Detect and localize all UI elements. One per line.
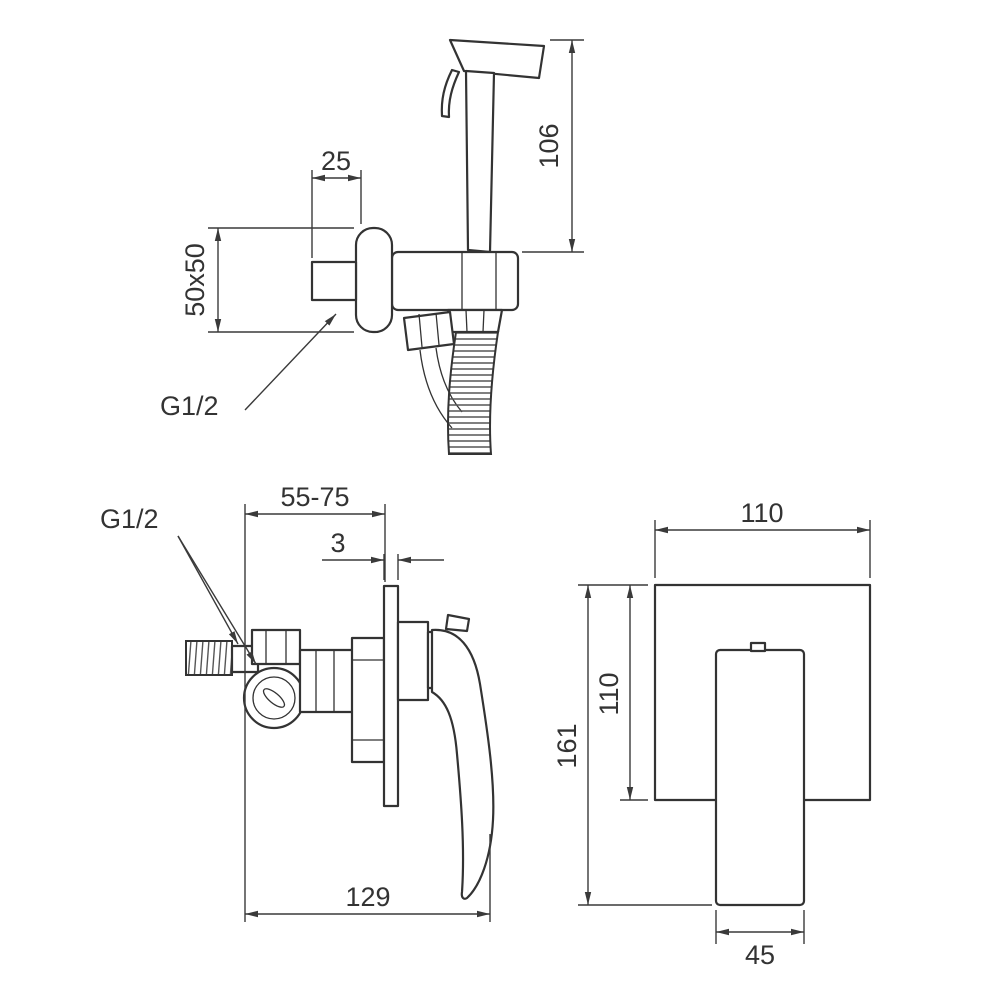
dimension-45: 45: [715, 910, 805, 970]
escutcheon-plate-side: [382, 584, 400, 808]
wall-outlet-block: [310, 260, 358, 302]
dimension-110-height: 110: [578, 584, 648, 801]
dimension-55-75: 55-75: [244, 482, 386, 922]
dimension-106: 106: [522, 39, 584, 253]
dim-161-label: 161: [552, 723, 582, 768]
cartridge-flange: [350, 636, 386, 764]
hose-nut: [446, 308, 504, 334]
g12-side-label: G1/2: [100, 504, 159, 534]
lever-knob-side: [444, 613, 471, 633]
dim-55-75-label: 55-75: [280, 482, 349, 512]
hose-elbow-nut: [402, 310, 456, 352]
threaded-nipple: [185, 640, 233, 676]
callout-g12-side: G1/2: [100, 504, 257, 665]
lever-handle-side: [430, 628, 495, 900]
hose-elbow-facet: [435, 312, 440, 346]
dim-129-label: 129: [345, 882, 390, 912]
dim-50x50-label: 50x50: [180, 243, 210, 317]
flexible-hose: [446, 331, 500, 455]
lever-handle-front: [714, 648, 806, 907]
dim-25-label: 25: [321, 146, 351, 176]
dimension-50x50: 50x50: [180, 227, 354, 333]
hose-nut-facet: [465, 309, 468, 333]
dimension-3: 3: [322, 528, 444, 580]
valve-slot: [262, 688, 286, 708]
sprayer-head: [448, 38, 546, 80]
sprayer-handle: [464, 69, 496, 254]
front-view: 110 110 161 45: [552, 498, 872, 970]
dimension-25: 25: [311, 146, 362, 258]
dim-45-label: 45: [745, 940, 775, 970]
dim-110-height-label: 110: [594, 672, 624, 715]
dim-3-label: 3: [330, 528, 345, 558]
hose-nut-facet: [482, 309, 485, 333]
holder-body: [390, 250, 520, 312]
side-view: G1/2 55-75 3 129: [100, 482, 495, 922]
dimension-161: 161: [552, 585, 712, 906]
dimension-110-width: 110: [654, 498, 871, 578]
lever-knob-front: [749, 641, 767, 653]
top-view: 106 25 50x50 G1/2: [160, 38, 584, 455]
callout-g12-top: G1/2: [160, 313, 337, 421]
valve-housing-inner: [252, 676, 296, 720]
g12-top-label: G1/2: [160, 391, 219, 421]
dim-106-label: 106: [534, 123, 564, 168]
handle-hub: [396, 620, 430, 702]
hose-elbow-facet: [418, 313, 423, 348]
dimension-129: 129: [245, 834, 491, 922]
sprayer-trigger: [440, 68, 461, 119]
wall-plate-oval: [354, 226, 394, 334]
dim-110-width-label: 110: [740, 498, 783, 528]
top-inlet-port: [250, 628, 302, 666]
